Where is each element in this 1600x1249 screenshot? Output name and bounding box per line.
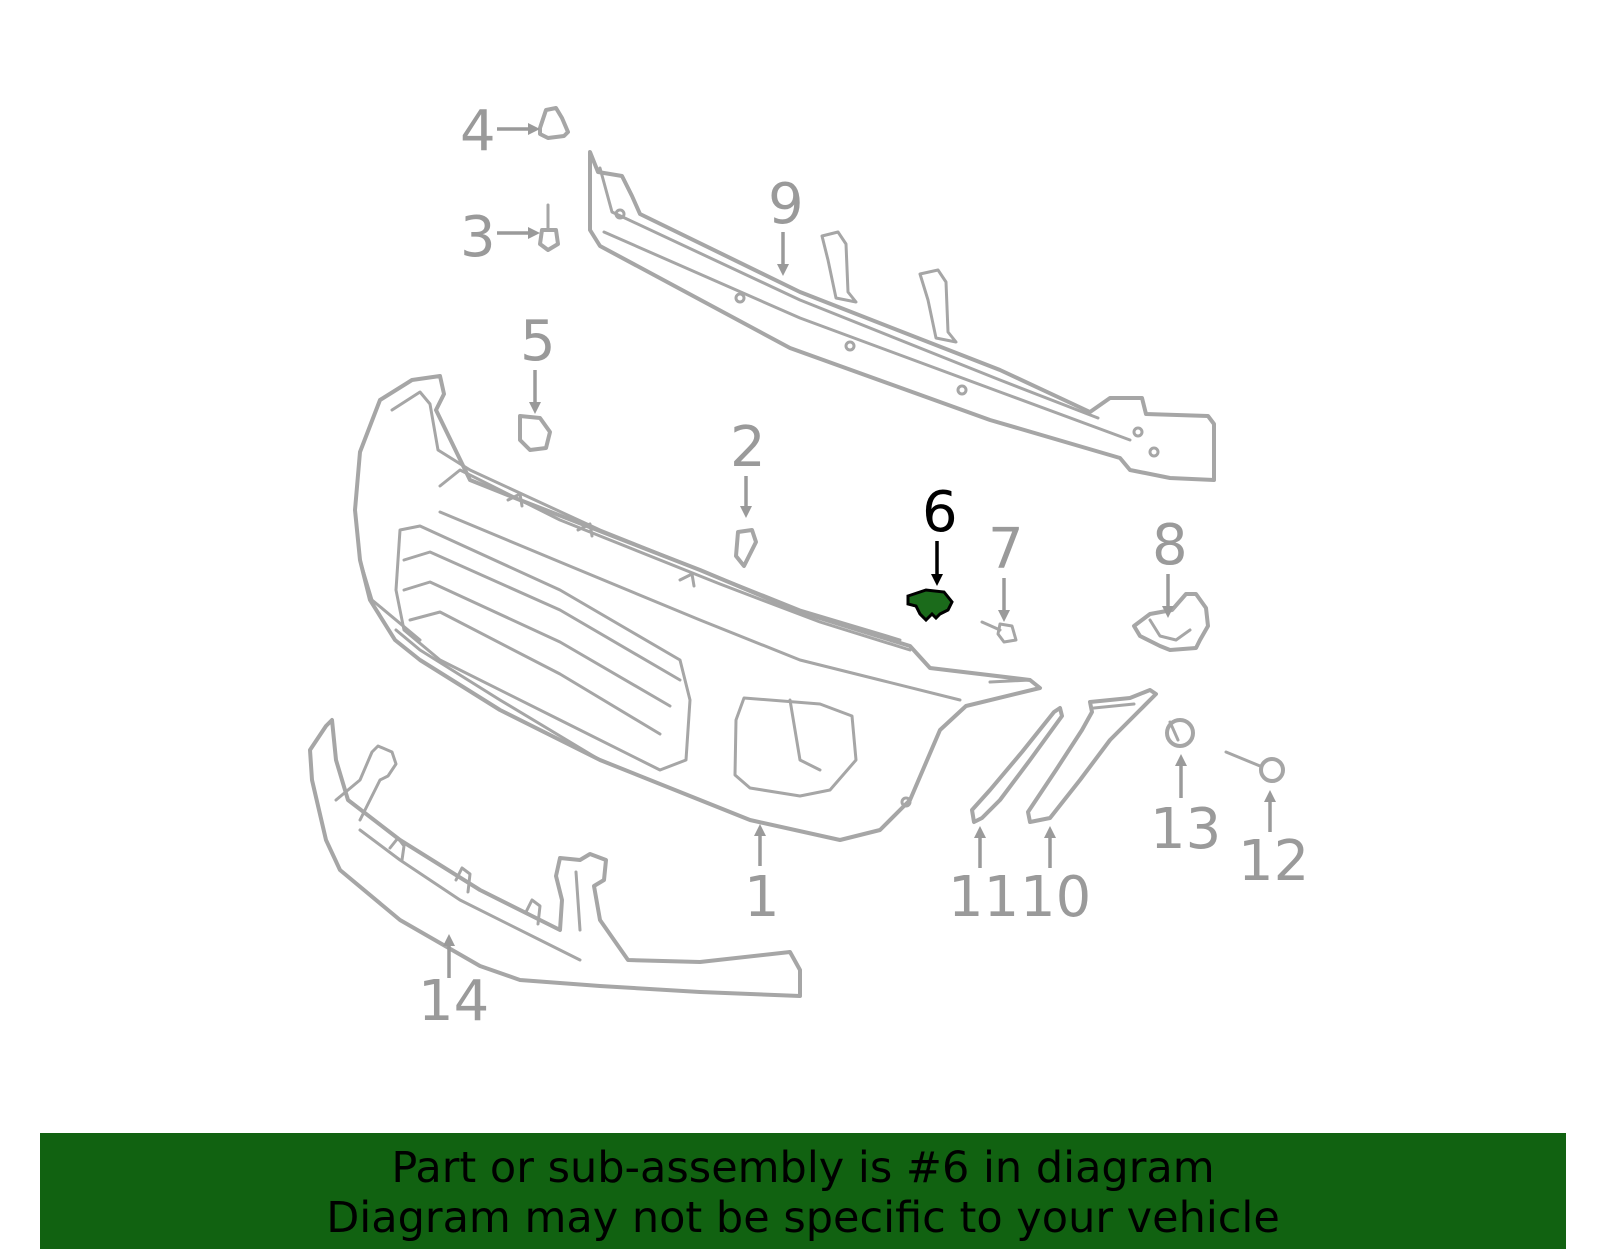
callout-5: 5	[520, 309, 556, 374]
part-6-highlighted-clip	[906, 588, 954, 623]
part-7-screw	[980, 620, 1018, 644]
part-14-lower-support	[308, 718, 802, 998]
banner-line-1: Part or sub-assembly is #6 in diagram	[391, 1143, 1215, 1193]
callout-9: 9	[768, 172, 804, 237]
callout-10: 10	[1020, 865, 1091, 930]
part-10-extension	[1026, 688, 1158, 824]
callout-8: 8	[1152, 513, 1188, 578]
callout-1: 1	[744, 865, 780, 930]
part-3-bolt	[538, 203, 560, 252]
part-11-strip	[970, 706, 1064, 824]
part-2-clip	[734, 528, 758, 568]
callout-7: 7	[988, 517, 1024, 582]
part-4-clip	[538, 106, 570, 140]
callout-11: 11	[948, 865, 1019, 930]
callout-labels: 4 3 5 9 2 6 7 8 1 14 11 10 13 12	[418, 99, 1309, 1034]
part-9-reinforcement	[588, 150, 1216, 482]
info-banner: Part or sub-assembly is #6 in diagram Di…	[40, 1133, 1566, 1249]
banner-line-2: Diagram may not be specific to your vehi…	[326, 1193, 1280, 1243]
leader-arrows	[443, 123, 1276, 978]
callout-4: 4	[460, 99, 496, 164]
callout-6: 6	[922, 480, 958, 545]
part-12-bolt	[1224, 750, 1285, 783]
part-8-bracket	[1132, 592, 1210, 652]
part-1-bumper-cover	[353, 374, 1042, 842]
part-5-retainer	[518, 414, 552, 452]
callout-14: 14	[418, 969, 489, 1034]
callout-2: 2	[730, 415, 766, 480]
part-13-nut	[1165, 718, 1195, 748]
callout-12: 12	[1238, 829, 1309, 894]
callout-3: 3	[460, 205, 496, 270]
callout-13: 13	[1150, 797, 1221, 862]
